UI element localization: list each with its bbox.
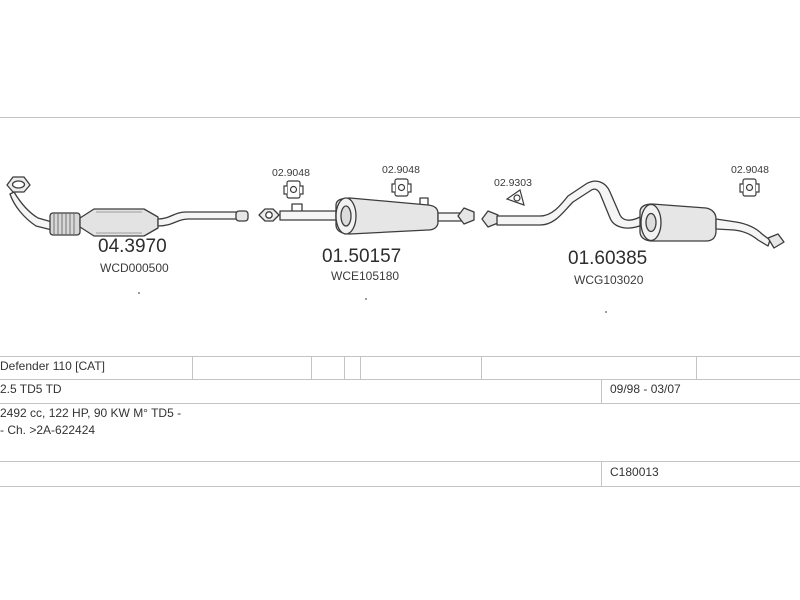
table-column-divider	[344, 356, 345, 379]
part-number-3: 01.60385	[568, 248, 647, 269]
table-row-divider	[0, 403, 800, 404]
centre-silencer-drawing	[258, 197, 475, 235]
engine-type: 2.5 TD5 TD	[0, 382, 62, 396]
clamp-number-2: 02.9048	[382, 164, 420, 176]
table-column-divider	[601, 461, 602, 486]
table-row-divider	[0, 486, 800, 487]
marker-dot	[605, 311, 607, 313]
table-column-divider	[601, 379, 602, 403]
clamp-drawing-2	[391, 178, 412, 197]
table-column-divider	[696, 356, 697, 379]
clamp-number-4: 02.9048	[731, 164, 769, 176]
marker-dot	[365, 298, 367, 300]
table-column-divider	[360, 356, 361, 379]
table-row-divider	[0, 461, 800, 462]
vehicle-model: Defender 110 [CAT]	[0, 359, 105, 373]
part-code-2: WCE105180	[331, 269, 399, 283]
production-years: 09/98 - 03/07	[610, 382, 681, 396]
clamp-drawing-4	[739, 178, 760, 197]
clamp-drawing-1	[283, 180, 304, 199]
clamp-number-3: 02.9303	[494, 177, 532, 189]
chassis-range: - Ch. >2A-622424	[0, 423, 96, 437]
table-column-divider	[311, 356, 312, 379]
clamp-number-1: 02.9048	[272, 167, 310, 179]
catalog-code: C180013	[610, 465, 659, 479]
gasket-drawing-3	[505, 189, 525, 206]
part-number-2: 01.50157	[322, 246, 401, 267]
table-row-divider	[0, 356, 800, 357]
table-row-divider	[0, 379, 800, 380]
engine-specs: 2492 cc, 122 HP, 90 KW M° TD5 -	[0, 406, 182, 420]
table-column-divider	[481, 356, 482, 379]
part-code-3: WCG103020	[574, 273, 644, 287]
rear-silencer-drawing	[481, 180, 785, 249]
part-number-1: 04.3970	[98, 236, 167, 257]
part-code-1: WCD000500	[100, 261, 169, 275]
table-column-divider	[192, 356, 193, 379]
diagram-top-border	[0, 117, 800, 118]
exhaust-system-diagram: 04.3970 WCD000500 02.9048	[6, 164, 785, 313]
marker-dot	[138, 292, 140, 294]
front-pipe-catalyst-drawing	[6, 176, 249, 237]
